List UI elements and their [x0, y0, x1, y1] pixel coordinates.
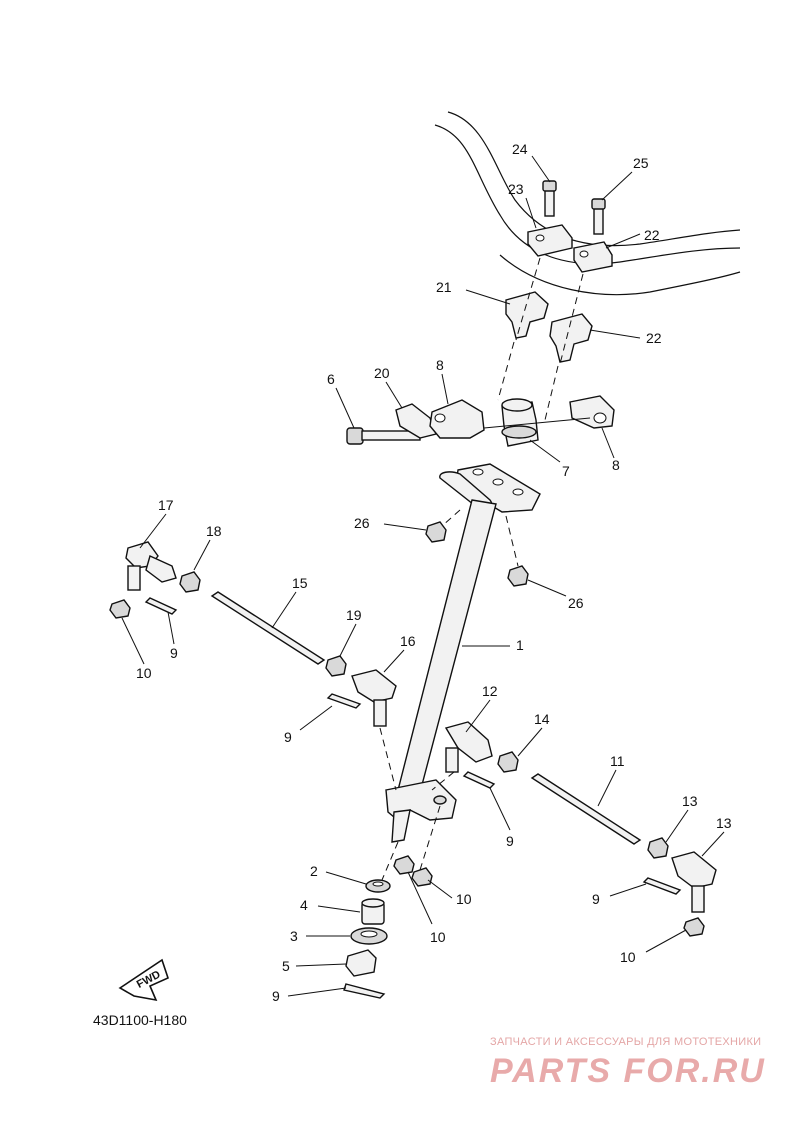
callout-8: 8: [612, 457, 620, 473]
oil-seal-2: [365, 879, 391, 893]
upper-handlebar-holder-23: [573, 241, 613, 273]
nut-10-column-left: [393, 855, 415, 875]
callout-12: 12: [482, 683, 498, 699]
tie-rod-11: [530, 773, 642, 845]
cotter-pin-9-right: [642, 877, 682, 895]
callout-9: 9: [506, 833, 514, 849]
callout-10: 10: [430, 929, 446, 945]
callout-numbers: 24 25 23 22 21 22 6 20 8 7 8 26 26 1 17 …: [136, 141, 732, 1004]
nut-20: [325, 655, 347, 677]
bolt-6: [346, 427, 421, 445]
callout-16: 15: [292, 575, 308, 591]
callout-23: 22: [644, 227, 660, 243]
cotter-pin-9-left: [144, 597, 178, 615]
callout-11: 11: [610, 753, 625, 769]
callout-25: 25: [633, 155, 649, 171]
nut-26-right: [507, 565, 529, 587]
callout-25: 24: [512, 141, 528, 157]
callout-8: 8: [436, 357, 444, 373]
callout-9: 9: [284, 729, 292, 745]
diagram-code: 43D1100-H180: [93, 1012, 187, 1028]
lower-handlebar-holder-22-left: [505, 291, 549, 339]
callout-15: 14: [534, 711, 550, 727]
callout-22: 22: [646, 330, 662, 346]
tie-rod-end-12: [444, 721, 493, 773]
callout-10: 10: [620, 949, 636, 965]
nut-14: [647, 837, 669, 859]
column-lower-bracket: [385, 779, 457, 843]
leader-lines: [121, 155, 725, 997]
callout-6: 6: [327, 371, 335, 387]
cotter-pin-9-mid-right: [462, 771, 496, 789]
bolt-25-right: [591, 198, 606, 235]
callout-7: 7: [562, 463, 570, 479]
tie-rod-16: [210, 591, 326, 665]
bolt-25-left: [542, 180, 557, 217]
nut-15: [497, 751, 519, 773]
callout-21: 20: [374, 365, 390, 381]
nut-26-left: [425, 521, 447, 543]
shaft-holder-8-left: [429, 399, 485, 439]
callout-1: 1: [516, 637, 524, 653]
callout-18: 17: [158, 497, 174, 513]
callout-13: 13: [716, 815, 732, 831]
nut-10-right-tie-rod: [683, 917, 705, 937]
nut-10-left-tie-rod: [109, 599, 131, 619]
callout-10: 10: [456, 891, 472, 907]
callout-22: 21: [436, 279, 452, 295]
shaft-holder-8-right: [569, 395, 615, 429]
callout-9: 9: [170, 645, 178, 661]
upper-handlebar-holder-24: [527, 224, 573, 257]
cotter-pin-9-bottom: [343, 983, 386, 999]
callout-20: 19: [346, 607, 362, 623]
callout-3: 3: [290, 928, 298, 944]
callout-26: 26: [354, 515, 370, 531]
watermark-tagline: ЗАПЧАСТИ И АКСЕССУАРЫ ДЛЯ МОТОТЕХНИКИ: [490, 1036, 762, 1048]
cotter-pin-9-mid-left: [326, 693, 362, 709]
callout-9: 9: [592, 891, 600, 907]
callout-17: 16: [400, 633, 416, 649]
nut-10-column-right: [411, 867, 433, 887]
bearing-3: [350, 927, 388, 945]
callout-2: 2: [310, 863, 318, 879]
nut-5: [345, 949, 377, 977]
collar-7: [501, 398, 539, 447]
tie-rod-end-18: [125, 541, 177, 591]
lower-handlebar-holder-22-right: [549, 313, 593, 363]
column-plate: [439, 463, 541, 513]
fwd-arrow-icon: FWD: [118, 958, 169, 1002]
tie-rod-end-17: [351, 669, 397, 727]
callout-4: 4: [300, 897, 308, 913]
callout-5: 5: [282, 958, 290, 974]
callout-24: 23: [508, 181, 524, 197]
callout-19: 18: [206, 523, 222, 539]
callout-26: 26: [568, 595, 584, 611]
watermark-logo: PARTS FOR.RU: [490, 1052, 766, 1090]
callout-9: 9: [272, 988, 280, 1004]
tie-rod-end-13: [671, 851, 717, 913]
callout-14: 13: [682, 793, 698, 809]
collar-4: [361, 898, 385, 925]
nut-19: [179, 571, 201, 593]
callout-10: 10: [136, 665, 152, 681]
